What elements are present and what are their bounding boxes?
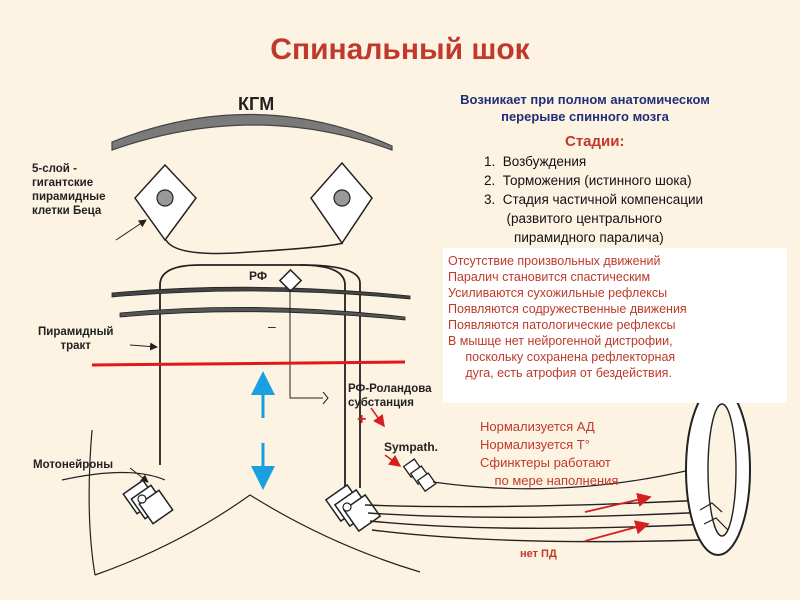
normalization-item: Сфинктеры работают [480, 455, 611, 470]
pyramidal-pointer [129, 342, 158, 351]
intro-line-2: перерыве спинного мозга [501, 109, 669, 124]
betz-label-line: 5-слой - [32, 163, 77, 175]
brainstem-band-lower [119, 306, 406, 321]
motor-fiber-1 [364, 499, 706, 508]
stage-item: (развитого центрального [484, 211, 662, 226]
spinal-cord-outline [88, 429, 421, 576]
normalization-list: Нормализуется АД Нормализуется Т° Сфинкт… [480, 418, 618, 490]
pyramidal-tract-label: Пирамидный тракт [38, 325, 113, 353]
stages-list: 1. Возбуждения 2. Торможения (истинного … [484, 152, 703, 247]
brainstem-band-upper [111, 286, 411, 300]
rf-node [278, 268, 303, 293]
motor-fiber-2 [367, 511, 711, 518]
motor-fiber-4 [371, 529, 701, 543]
pyramidal-tract-left [159, 264, 346, 500]
symptom-item: дуга, есть атрофия от бездействия. [448, 366, 672, 380]
betz-cell-right [310, 161, 373, 245]
symptom-item: Отсутствие произвольных движений [448, 254, 661, 268]
stage-item: 1. Возбуждения [484, 154, 587, 169]
motoneuron-right [324, 483, 382, 533]
red-arrow-rolando [370, 407, 385, 428]
betz-axon-curve [165, 239, 344, 255]
symptom-item: Усиливаются сухожильные рефлексы [448, 286, 668, 300]
sensory-fiber [432, 469, 691, 490]
rolando-label-line: субстанция [348, 397, 414, 409]
rf-label: РФ [249, 269, 268, 283]
normalization-item: Нормализуется АД [480, 419, 595, 434]
symptom-item: В мышце нет нейрогенной дистрофии, [448, 334, 673, 348]
sympathetic-neurons [402, 458, 437, 493]
sensory-root-left [61, 471, 166, 481]
symptoms-box: Отсутствие произвольных движений Паралич… [443, 248, 787, 403]
no-ap-label: нет ПД [520, 548, 557, 560]
red-arrow-muscle-1 [584, 492, 652, 513]
cortex-arc [111, 113, 393, 151]
intro-text: Возникает при полном анатомическом перер… [420, 91, 750, 125]
symptom-item: Паралич становится спастическим [448, 270, 651, 284]
transection-line [91, 360, 406, 367]
symptom-item: Появляются патологические рефлексы [448, 318, 676, 332]
rolando-label-line: РФ-Роландова [348, 383, 432, 395]
red-arrow-sympath [384, 454, 402, 467]
red-arrow-muscle-2 [584, 520, 650, 542]
betz-label-line: гигантские [32, 177, 94, 189]
motoneurons-label: Мотонейроны [33, 459, 114, 471]
normalization-item: по мере наполнения [480, 473, 619, 488]
rolando-label: РФ-Роландова субстанция [348, 382, 432, 410]
betz-label: 5-слой - гигантские пирамидные клетки Бе… [32, 162, 105, 218]
pyramidal-label-line: тракт [60, 340, 91, 352]
stage-item: пирамидного паралича) [484, 230, 664, 245]
betz-pointer [115, 219, 147, 241]
betz-label-line: клетки Беца [32, 205, 102, 217]
rf-rolando-path [289, 289, 323, 399]
stages-heading: Стадии: [565, 133, 625, 150]
symptom-item: Появляются содружественные движения [448, 302, 687, 316]
sympathetic-label: Sympath. [384, 440, 439, 454]
symptom-item: поскольку сохранена рефлекторная [448, 350, 676, 364]
pyramidal-label-line: Пирамидный [38, 326, 114, 338]
normalization-item: Нормализуется Т° [480, 437, 590, 452]
stage-item: 3. Стадия частичной компенсации [484, 192, 704, 207]
motoneuron-pointer [129, 467, 149, 483]
muscle-inner [707, 403, 737, 537]
cortex-label: КГМ [238, 94, 275, 114]
betz-cell-left [134, 163, 197, 242]
slide-title: Спинальный шок [270, 33, 530, 66]
motor-fiber-3 [369, 520, 709, 530]
motoneuron-left [122, 479, 174, 525]
minus-sign: – [268, 318, 276, 334]
intro-line-1: Возникает при полном анатомическом [460, 92, 710, 107]
betz-label-line: пирамидные [32, 191, 106, 203]
plus-sign: + [357, 411, 367, 428]
stage-item: 2. Торможения (истинного шока) [484, 173, 692, 188]
